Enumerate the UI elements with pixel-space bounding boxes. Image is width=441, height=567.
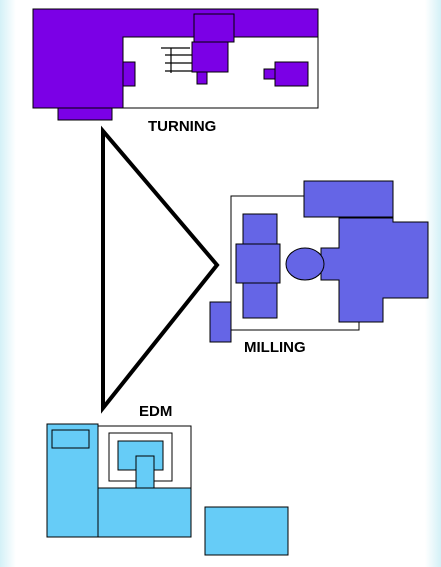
milling-head bbox=[303, 180, 394, 218]
edm-dielectric-unit bbox=[204, 506, 289, 556]
milling-spindle bbox=[285, 247, 325, 281]
edm-display-panel bbox=[51, 429, 90, 449]
turning-tool-post-top bbox=[193, 13, 235, 43]
turning-label: TURNING bbox=[148, 118, 216, 135]
milling-column bbox=[320, 217, 429, 323]
milling-machine bbox=[209, 180, 429, 343]
edm-label: EDM bbox=[139, 403, 172, 420]
turning-foot bbox=[57, 107, 113, 121]
edm-bench bbox=[97, 487, 192, 538]
edm-electrode-stem bbox=[135, 455, 155, 489]
milling-label: MILLING bbox=[244, 339, 306, 356]
turning-chuck-lines bbox=[161, 47, 192, 73]
cell-flow-triangle bbox=[101, 125, 220, 414]
turning-tool-post-bottom bbox=[191, 41, 229, 73]
turning-tailstock bbox=[274, 61, 309, 87]
turning-tool-stem bbox=[196, 71, 208, 85]
milling-control-panel bbox=[209, 301, 232, 343]
turning-machine bbox=[32, 8, 319, 121]
edm-machine bbox=[46, 423, 289, 556]
turning-spindle-block bbox=[122, 61, 136, 87]
milling-saddle bbox=[235, 243, 281, 284]
turning-tailstock-nub bbox=[263, 68, 276, 80]
